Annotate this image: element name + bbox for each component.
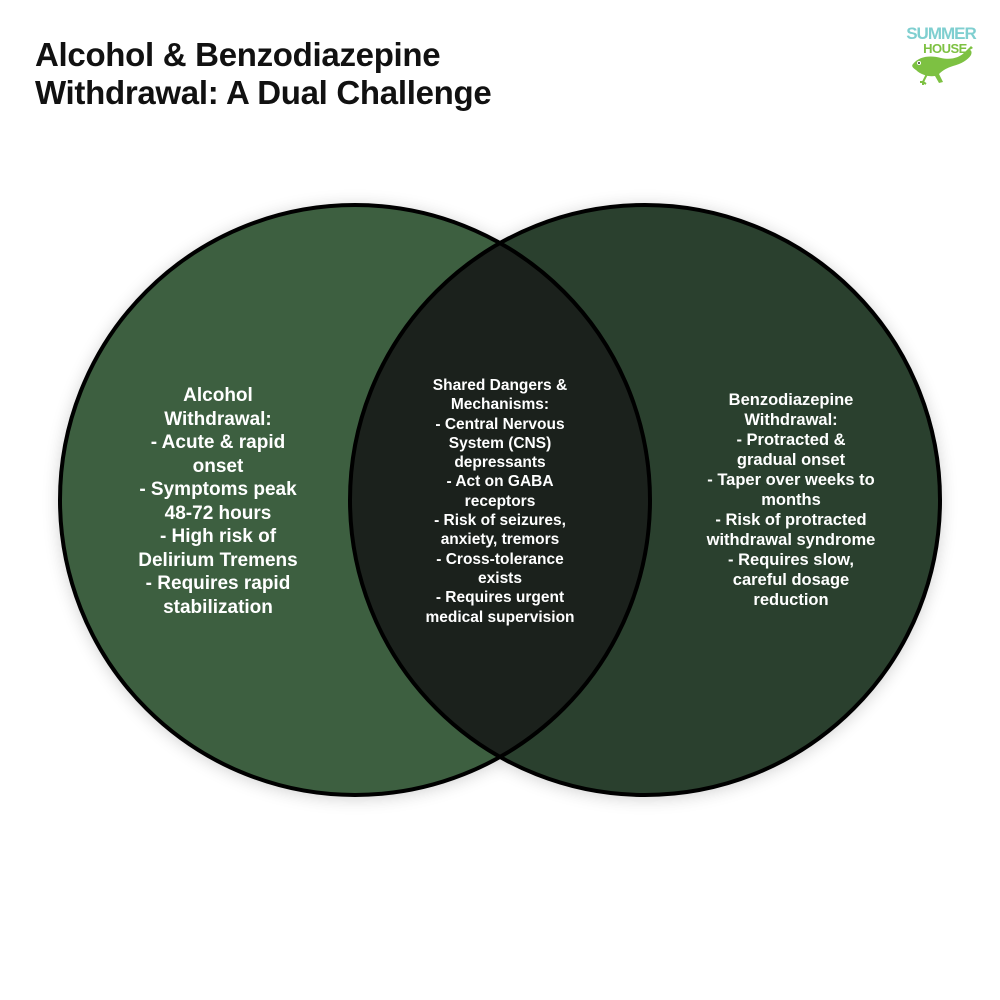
shared-line: receptors [464,492,536,510]
shared-line: System (CNS) [448,434,552,452]
shared-dangers-label: Shared Dangers & Mechanisms: - Central N… [400,376,600,627]
shared-line: - Cross-tolerance [436,550,564,568]
benzo-line: reduction [753,591,829,609]
page-title: Alcohol & Benzodiazepine Withdrawal: A D… [35,36,492,112]
shared-line: anxiety, tremors [440,531,560,549]
shared-line: - Requires urgent [435,589,565,607]
logo-text-house: HOUSE [923,41,968,56]
alcohol-line: - Symptoms peak [139,479,297,500]
summer-house-logo: SUMMER HOUSE [905,22,977,88]
overlap-region [350,205,650,795]
shared-line: depressants [454,454,546,472]
alcohol-line: onset [192,455,244,477]
alcohol-line: stabilization [163,596,273,618]
title-line-2: Withdrawal: A Dual Challenge [35,74,492,111]
title-line-1: Alcohol & Benzodiazepine [35,36,441,73]
shared-line: Shared Dangers & [432,377,568,394]
benzo-line: Benzodiazepine [728,391,854,409]
alcohol-line: - High risk of [159,526,277,547]
shared-line: - Risk of seizures, [434,512,566,530]
shared-line: medical supervision [425,608,575,626]
benzo-line: careful dosage [732,571,850,589]
alcohol-line: 48-72 hours [164,502,272,524]
shared-line: - Central Nervous [435,415,565,433]
benzodiazepine-circle-outline [348,203,942,797]
benzo-line: gradual onset [736,451,846,469]
benzo-line: - Protracted & [736,431,846,449]
alcohol-line: Alcohol [183,385,253,406]
benzo-line: - Requires slow, [728,551,854,569]
benzo-line: months [761,491,821,509]
shared-line: Mechanisms: [450,396,550,414]
gecko-icon: SUMMER HOUSE [906,24,977,85]
alcohol-line: - Acute & rapid [150,432,286,453]
shared-line: - Act on GABA [446,473,554,491]
benzo-line: - Risk of protracted [715,511,867,529]
alcohol-line: Withdrawal: [164,408,272,430]
alcohol-line: Delirium Tremens [138,549,298,571]
logo-text-summer: SUMMER [906,24,976,43]
benzo-line: Withdrawal: [744,411,838,429]
shared-line: exists [478,569,522,587]
benzo-line: withdrawal syndrome [706,531,876,549]
alcohol-line: - Requires rapid [145,573,291,594]
alcohol-circle-outline [58,203,652,797]
benzo-line: - Taper over weeks to [707,471,875,489]
alcohol-withdrawal-label: Alcohol Withdrawal: - Acute & rapid onse… [118,384,318,619]
benzodiazepine-withdrawal-label: Benzodiazepine Withdrawal: - Protracted … [680,390,902,610]
